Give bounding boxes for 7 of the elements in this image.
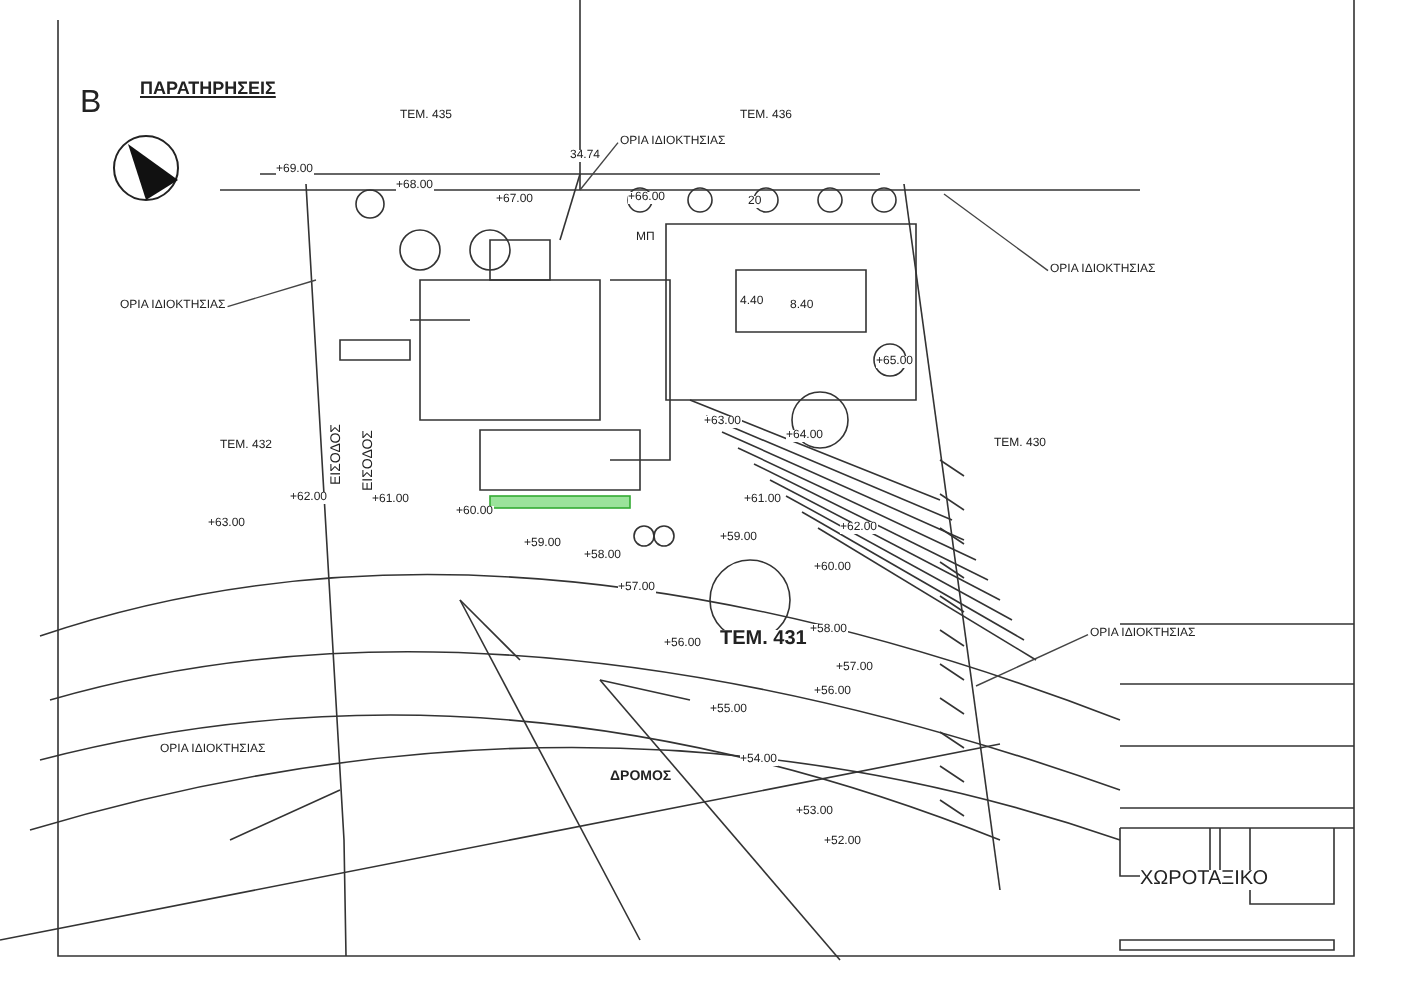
plot-number: ΤΕΜ. 431 <box>720 630 807 650</box>
leader-line <box>579 141 619 191</box>
drawing-title: ΧΩΡΟΤΑΞΙΚΟ <box>1140 870 1269 890</box>
heading: ΠΑΡΑΤΗΡΗΣΕΙΣ <box>140 80 276 98</box>
leader-line <box>943 193 1049 272</box>
leader-line <box>975 633 1089 687</box>
leader-line <box>226 279 317 308</box>
